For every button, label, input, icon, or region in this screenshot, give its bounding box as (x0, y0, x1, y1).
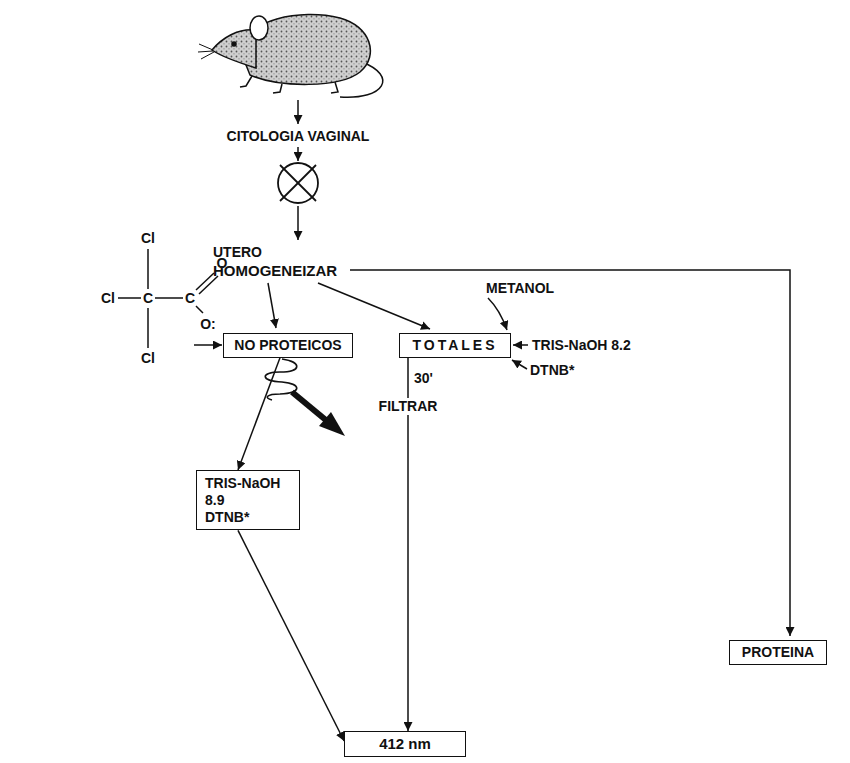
result-box: PROTEINA (729, 640, 827, 665)
atom-label: C (185, 290, 195, 307)
flow-connector (238, 530, 344, 741)
process-box: TOTALES (399, 333, 510, 358)
node-text: 412 nm (379, 735, 431, 753)
flow-connector (238, 358, 280, 470)
atom-label: Cl (141, 350, 155, 367)
reagent-label: DTNB* (530, 362, 574, 379)
atom-label: O: (200, 316, 216, 333)
measurement-box: 412 nm (344, 731, 466, 757)
reagent-label: TRIS-NaOH 8.2 (532, 337, 631, 354)
atom-label: O (217, 255, 228, 272)
atom-label: C (143, 290, 153, 307)
atom-label: Cl (101, 290, 115, 307)
node-text: TRIS-NaOH 8.9 DTNB* (205, 475, 291, 525)
thick-arrow (292, 392, 345, 436)
edge-label: FILTRAR (376, 398, 441, 415)
process-box: NO PROTEICOS (223, 333, 352, 358)
node-text: TOTALES (412, 337, 497, 354)
reagent-box: TRIS-NaOH 8.9 DTNB* (196, 470, 300, 530)
reagent-label: METANOL (486, 280, 554, 297)
step-label: CITOLOGIA VAGINAL (227, 128, 370, 145)
atom-label: Cl (141, 230, 155, 247)
flow-arrows (194, 100, 790, 636)
step-label: HOMOGENEIZAR (213, 262, 337, 280)
node-text: PROTEINA (742, 644, 814, 661)
sacrifice-symbol (278, 163, 318, 203)
node-text: NO PROTEICOS (234, 337, 341, 354)
mouse-illustration (198, 15, 383, 98)
time-label: 30' (414, 370, 433, 387)
trichloroacetate-bonds (118, 249, 218, 348)
